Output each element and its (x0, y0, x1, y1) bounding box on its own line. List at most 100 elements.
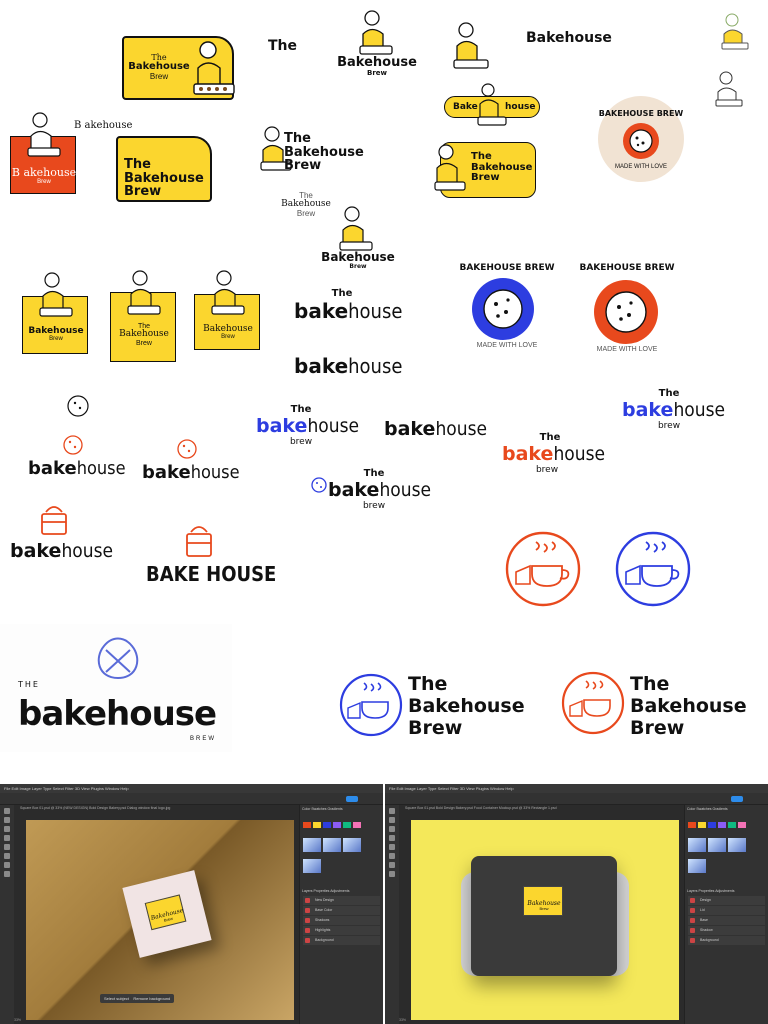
brush-tool-icon[interactable] (389, 844, 395, 850)
layer-row[interactable]: Background (688, 936, 765, 945)
wordmark-the: The (658, 388, 680, 399)
wordmark-bold: bake (328, 479, 380, 501)
cookie-blue-icon (311, 477, 327, 493)
label-brew: Brew (539, 906, 549, 912)
wordmark-bakehouse: bakehouse (294, 354, 402, 378)
coffee-cake-badge-blue-icon (615, 531, 691, 607)
eraser-tool-icon[interactable] (4, 853, 10, 859)
wordmark-bold: bake (384, 418, 436, 440)
wordmark-brew: brew (362, 501, 386, 511)
layer-row[interactable]: Background (303, 936, 380, 945)
layer-row[interactable]: New Design (303, 896, 380, 905)
brush-tool-icon[interactable] (4, 844, 10, 850)
panel-tabs[interactable]: Color Swatches Gradients (687, 807, 728, 811)
layer-row[interactable]: Lid (688, 906, 765, 915)
wordmark-bakehouse: bakehouse (10, 540, 113, 562)
swatch-row (300, 813, 383, 835)
wordmark-light: house (61, 540, 113, 562)
type-tool-icon[interactable] (4, 862, 10, 868)
wordmark-light: house (348, 354, 403, 378)
wordmark-the: The (290, 404, 312, 415)
logo-brew: Brew (366, 68, 387, 77)
logo-small-serif: The Bakehouse Brew (278, 191, 334, 218)
coffee-cake-badge-orange-icon (561, 671, 625, 735)
swatch-row (685, 813, 768, 835)
eraser-tool-icon[interactable] (389, 853, 395, 859)
ps-canvas[interactable]: Bakehouse Brew (411, 820, 679, 1020)
ps-document-tabs[interactable]: Square Box 01.psd @ 33% (NEW DESIGN) Bol… (20, 806, 171, 810)
remove-background-button[interactable]: Remove background (133, 996, 171, 1001)
baker-illustration-icon (193, 41, 235, 95)
logo-big-bakehouse-panel: THE bakehouse BREW (0, 624, 232, 752)
select-subject-button[interactable]: Select subject (104, 996, 129, 1001)
hand-tool-icon[interactable] (4, 871, 10, 877)
wordmark-the: The (331, 288, 353, 299)
layer-row[interactable]: Base Color (303, 906, 380, 915)
logo-name: Bakehouse (281, 199, 331, 210)
layer-row[interactable]: Shadow (688, 926, 765, 935)
wordmark-bold: bake (294, 354, 349, 378)
wordmark-bold: bake (256, 415, 308, 437)
baker-illustration-icon (477, 83, 507, 126)
move-tool-icon[interactable] (389, 808, 395, 814)
badge-bottom-text: MADE WITH LOVE (596, 346, 658, 353)
panel-tabs[interactable]: Color Swatches Gradients (302, 807, 343, 811)
crop-tool-icon[interactable] (4, 835, 10, 841)
label-name: Bakehouse (527, 900, 561, 907)
logo-text-group: B akehouse Brew (11, 167, 77, 185)
container-label: Bakehouse Brew (523, 886, 563, 916)
logo-brew: Brew (37, 178, 51, 185)
contextual-taskbar: Select subject Remove background (100, 994, 175, 1003)
ps-options-bar (0, 793, 383, 805)
share-button[interactable] (346, 796, 358, 802)
wordmark-light: house (76, 458, 126, 479)
logo-text-group: The Bakehouse Brew (111, 323, 177, 347)
logo-text-group: Bakehouse Brew (23, 326, 89, 343)
mockup-box: Bakehouse Brew (122, 870, 212, 958)
marquee-tool-icon[interactable] (389, 817, 395, 823)
move-tool-icon[interactable] (4, 808, 10, 814)
container-lid: Bakehouse Brew (471, 856, 617, 976)
cookie-outline-icon (67, 395, 89, 417)
ps-menu-bar[interactable]: File Edit Image Layer Type Select Filter… (0, 784, 383, 793)
baker-illustration-icon (453, 22, 489, 69)
logo-brew: Brew (349, 262, 367, 270)
gradient-presets[interactable] (300, 835, 383, 881)
logo-brew: Brew (296, 208, 316, 218)
baker-illustration-icon (434, 144, 466, 191)
badge-bottom-text: MADE WITH LOVE (614, 164, 667, 170)
share-button[interactable] (731, 796, 743, 802)
hand-tool-icon[interactable] (389, 871, 395, 877)
gradient-presets[interactable] (685, 835, 768, 881)
ps-document-tabs[interactable]: Square Box 01.psd Bold Design Bakery.psd… (405, 806, 557, 810)
layers-panel-tab[interactable]: Layers Properties Adjustments (302, 889, 350, 893)
logo-the: The (151, 53, 167, 62)
logo-line-1: The (408, 673, 448, 695)
ps-canvas[interactable]: Bakehouse Brew Select subject Remove bac… (26, 820, 294, 1020)
layer-row[interactable]: Design (688, 896, 765, 905)
cake-icon (41, 506, 67, 535)
box-label-text: Bakehouse Brew (149, 907, 186, 927)
logo-text: The Bakehouse Brew (284, 131, 364, 174)
cookie-icon (605, 291, 647, 333)
marquee-tool-icon[interactable] (4, 817, 10, 823)
layer-row[interactable]: Shadows (303, 916, 380, 925)
logo-name: Bakehouse (119, 329, 169, 340)
lasso-tool-icon[interactable] (389, 826, 395, 832)
wordmark-brew: brew (657, 421, 681, 431)
layer-row[interactable]: Base (688, 916, 765, 925)
ps-menu-bar[interactable]: File Edit Image Layer Type Select Filter… (385, 784, 768, 793)
layers-panel-tab[interactable]: Layers Properties Adjustments (687, 889, 735, 893)
ps-options-bar (385, 793, 768, 805)
container-label-text: Bakehouse Brew (524, 900, 564, 912)
type-tool-icon[interactable] (389, 862, 395, 868)
logo-stacked-text: Bakehouse Brew (330, 56, 424, 77)
wordmark-bold: bake (502, 443, 554, 465)
lasso-tool-icon[interactable] (4, 826, 10, 832)
wordmark-light: house (553, 443, 605, 465)
crop-tool-icon[interactable] (389, 835, 395, 841)
logo-brew: Brew (136, 339, 152, 347)
layer-row[interactable]: Highlights (303, 926, 380, 935)
logo-yellow-rounded: The Bakehouse Brew (116, 136, 212, 202)
wordmark-bakehouse: bakehouse (384, 418, 487, 440)
